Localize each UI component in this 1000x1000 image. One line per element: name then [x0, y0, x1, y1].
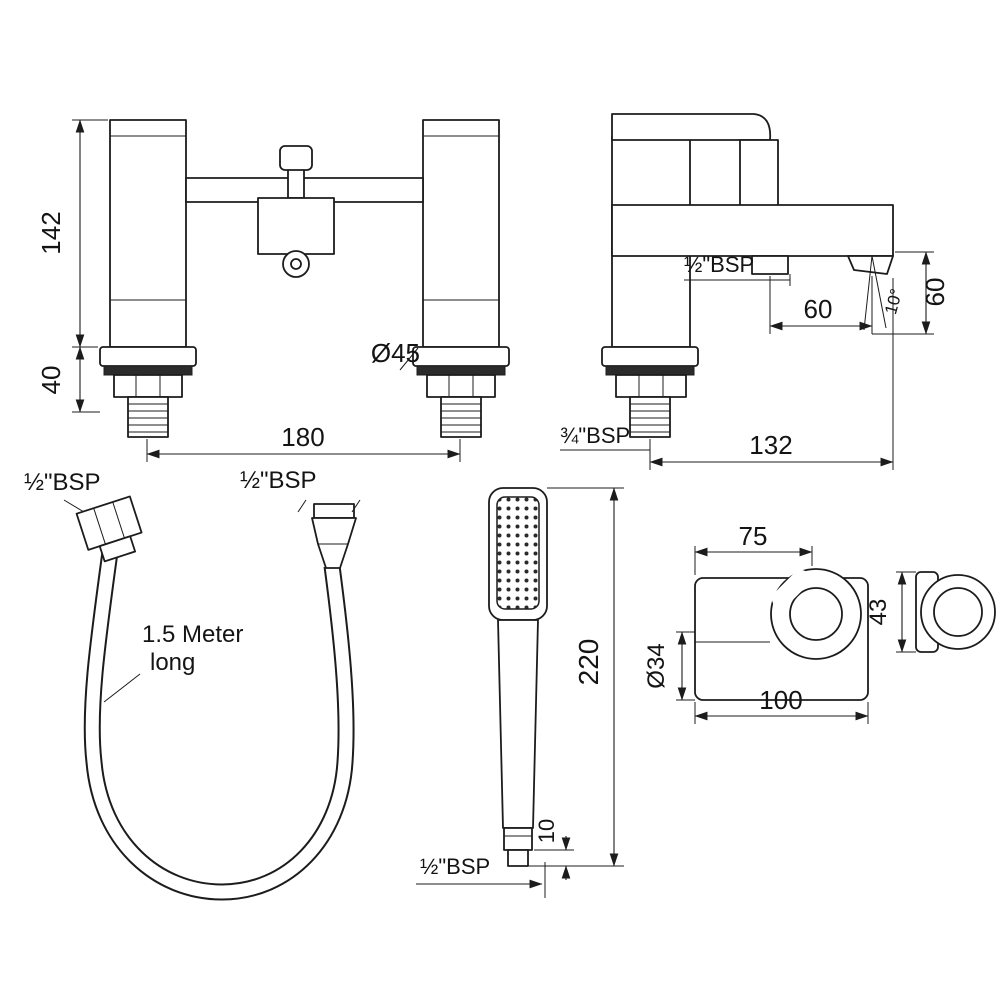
dim-40-label: 40	[36, 366, 66, 395]
dim-10-label: 10	[534, 819, 559, 843]
spout-body	[611, 204, 894, 257]
right-lock-nut	[426, 374, 496, 398]
left-flange	[99, 346, 197, 367]
handset-thread-label: ½"BSP	[420, 854, 490, 879]
handset-connector	[507, 849, 529, 867]
right-tap-body	[422, 119, 500, 348]
handset-handle	[497, 619, 539, 829]
dim-60h-label: 60	[804, 294, 833, 324]
dim-43-label: 43	[865, 599, 892, 626]
hose-length-note-line2: long	[150, 649, 195, 676]
bracket-side-dimensions: 43	[865, 571, 916, 653]
left-tap-body	[109, 119, 187, 348]
right-washer	[416, 365, 506, 376]
dim-100-label: 100	[759, 685, 802, 715]
dim-132-label: 132	[749, 430, 792, 460]
side-flange	[601, 346, 699, 367]
dim-34-label: Ø34	[643, 643, 670, 688]
front-view-dimensions: 142 40 180 Ø45	[36, 119, 461, 462]
hose-thread-left-label: ½"BSP	[24, 469, 101, 496]
right-flange	[412, 346, 510, 367]
dim-flange-label: Ø45	[371, 338, 420, 368]
bracket-hook-inner	[789, 587, 843, 641]
spray-face	[496, 496, 540, 610]
hose-thread-right-label: ½"BSP	[240, 467, 317, 494]
side-cartridge	[739, 139, 779, 207]
side-lever-handle	[611, 113, 772, 141]
side-threaded-tail	[629, 396, 671, 438]
spout-angle-label: 10°	[881, 287, 906, 317]
handset-dimensions: 220 10 ½"BSP	[416, 487, 624, 898]
inlet-thread-label: ¾"BSP	[560, 423, 630, 448]
shower-outlet-fitting	[751, 255, 789, 275]
diverter-knob	[279, 145, 313, 171]
hose-cone-fitting	[311, 503, 357, 569]
bracket-front-view	[694, 568, 869, 701]
bracket-side-view	[915, 571, 996, 653]
side-view-dimensions: ½"BSP 60 10° 60 ¾"BSP 132	[560, 251, 950, 470]
spout-angle-wedge	[863, 255, 887, 331]
dim-220-label: 220	[573, 639, 604, 686]
handset-drawing	[488, 487, 548, 867]
handset-collar	[503, 827, 533, 851]
hose-nut-fitting	[75, 495, 143, 563]
left-threaded-tail	[127, 396, 169, 438]
dim-180-label: 180	[281, 422, 324, 452]
dim-142-label: 142	[36, 211, 66, 254]
right-threaded-tail	[440, 396, 482, 438]
dim-75-label: 75	[739, 521, 768, 551]
side-view	[601, 113, 894, 438]
side-washer	[605, 365, 695, 376]
bracket-side-ring-inner	[933, 587, 983, 637]
diverter-block	[257, 197, 335, 255]
diverter-stem	[287, 167, 305, 199]
spout-nozzle	[847, 255, 894, 275]
dim-60v-label: 60	[920, 278, 950, 307]
hose-length-note-line1: 1.5 Meter	[142, 621, 243, 648]
bracket-front-dimensions: 75 Ø34 100	[643, 521, 869, 724]
left-washer	[103, 365, 193, 376]
side-lock-nut	[615, 374, 687, 398]
hose-drawing: ½"BSP ½"BSP 1.5 Meter long	[24, 467, 361, 901]
shower-outlet-thread-label: ½"BSP	[684, 252, 754, 277]
left-lock-nut	[113, 374, 183, 398]
front-view	[99, 119, 510, 438]
